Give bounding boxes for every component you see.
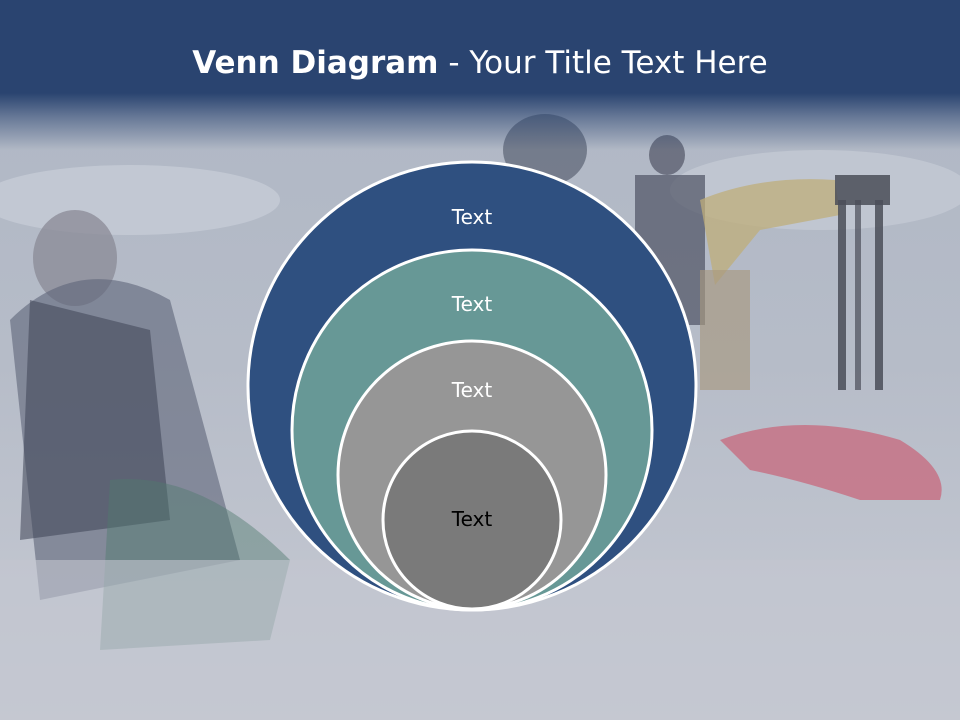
venn-circle-4-label: Text <box>451 507 493 531</box>
slide-title-rest: - Your Title Text Here <box>438 45 768 81</box>
title-bar <box>0 0 960 150</box>
venn-circle-2-label: Text <box>451 292 493 316</box>
venn-circle-3-label: Text <box>451 378 493 402</box>
venn-circle-1-label: Text <box>451 205 493 229</box>
slide-title: Venn Diagram - Your Title Text Here <box>0 38 960 88</box>
venn-circle-4: Text <box>381 429 563 611</box>
venn-circle-4-shape <box>381 429 563 611</box>
slide-title-bold: Venn Diagram <box>192 45 439 81</box>
